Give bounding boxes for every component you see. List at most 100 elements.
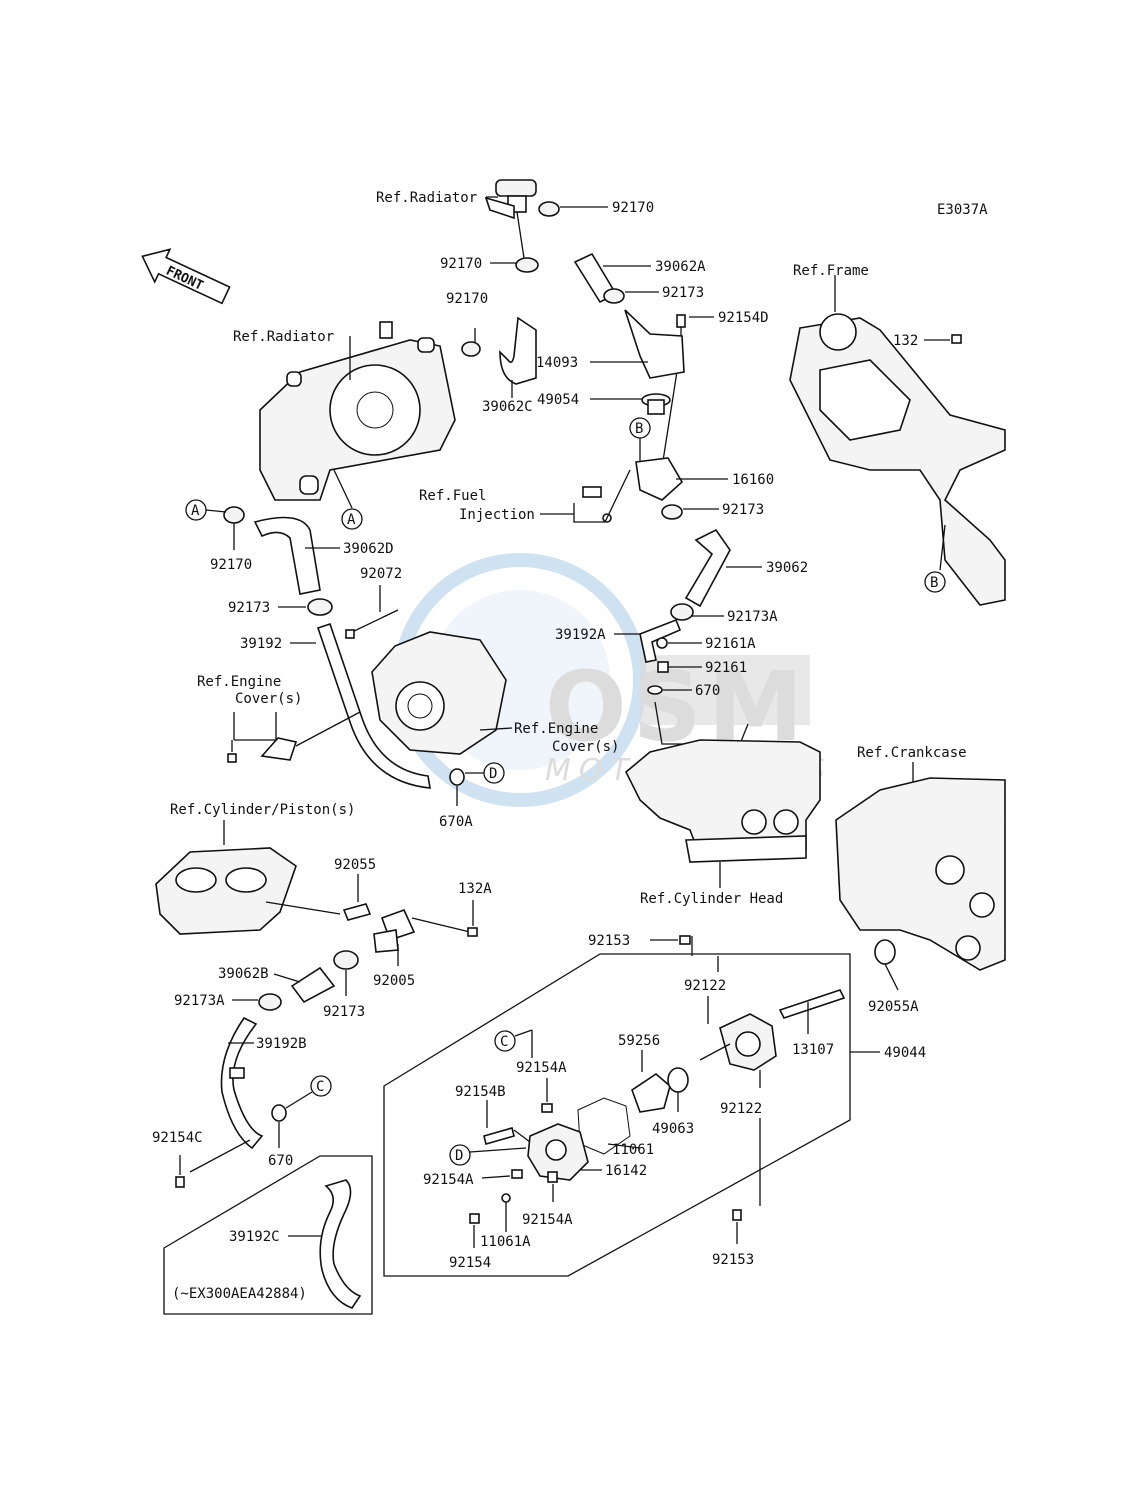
marker-a2-label: A (191, 503, 200, 519)
part-16142: 16142 (605, 1163, 647, 1179)
part-92153-top: 92153 (588, 933, 630, 949)
bolt-icon (467, 900, 478, 937)
impeller-icon (631, 1050, 671, 1113)
part-132A: 132A (458, 881, 492, 897)
part-92173-top: 92173 (662, 285, 704, 301)
inset-box (163, 1155, 373, 1315)
radiator-cap-icon (484, 179, 537, 259)
front-arrow-icon: FRONT (141, 248, 231, 305)
hose-39062B-icon (273, 966, 336, 1004)
part-132: 132 (893, 333, 918, 349)
part-92170-left: 92170 (446, 291, 488, 307)
bolt-icon (924, 334, 962, 344)
part-49063: 49063 (652, 1121, 694, 1137)
part-59256: 59256 (618, 1033, 660, 1049)
marker-c-icon (310, 1075, 332, 1097)
o-ring-icon (501, 1193, 511, 1232)
bolt-icon (732, 1209, 742, 1244)
nut-icon (656, 637, 702, 649)
bolt-icon (541, 1078, 553, 1113)
part-92154A-mid: 92154A (423, 1172, 474, 1188)
ref-radiator-top: Ref.Radiator (376, 190, 477, 206)
fitting-icon (373, 908, 471, 966)
part-92161: 92161 (705, 660, 747, 676)
part-92173-left: 92173 (228, 600, 270, 616)
part-92055: 92055 (334, 857, 376, 873)
clamp-icon (490, 257, 539, 273)
part-92170-top: 92170 (612, 200, 654, 216)
ref-fuel-injection-2: Injection (459, 507, 535, 523)
thermostat-icon (590, 393, 671, 415)
marker-d-icon (483, 762, 505, 784)
hose-39062-icon (684, 528, 762, 608)
part-670-top: 670 (695, 683, 720, 699)
ref-crankcase: Ref.Crankcase (857, 745, 967, 761)
part-92055A: 92055A (868, 999, 919, 1015)
part-39062A: 39062A (655, 259, 706, 275)
radiator-left-icon (259, 321, 456, 501)
o-ring-icon (874, 939, 899, 991)
part-39062D: 39062D (343, 541, 394, 557)
marker-d2-label: D (455, 1148, 463, 1164)
marker-c-label: C (316, 1079, 324, 1095)
ref-cylinder-piston: Ref.Cylinder/Piston(s) (170, 802, 355, 818)
ref-engine-cover-mid-1: Ref.Engine (514, 721, 598, 737)
bolt-icon (547, 1171, 558, 1202)
marker-c2-icon (494, 1030, 516, 1052)
diagram-code: E3037A (937, 202, 988, 218)
clamp-icon (278, 598, 333, 616)
marker-d-label: D (489, 766, 497, 782)
part-92170-mid: 92170 (440, 256, 482, 272)
part-39192C: 39192C (229, 1229, 280, 1245)
marker-b-label: B (635, 421, 643, 437)
ref-engine-cover-left-1: Ref.Engine (197, 674, 281, 690)
part-92154A-low: 92154A (522, 1212, 573, 1228)
ref-radiator-left: Ref.Radiator (233, 329, 334, 345)
pipe-39192A-icon (614, 618, 682, 663)
part-92005: 92005 (373, 973, 415, 989)
ref-engine-cover-mid-2: Cover(s) (552, 739, 619, 755)
clamp-icon (333, 950, 359, 996)
o-ring-icon (271, 1091, 313, 1148)
temp-sensor-icon (540, 469, 631, 523)
part-11061: 11061 (612, 1142, 654, 1158)
gasket-icon (342, 874, 372, 921)
part-14093: 14093 (536, 355, 578, 371)
clamp-icon (670, 603, 724, 621)
bolt-icon (483, 1100, 531, 1145)
marker-b2-label: B (930, 575, 938, 591)
cylinder-block-icon (155, 847, 341, 935)
part-16160: 16160 (732, 472, 774, 488)
part-92170-a: 92170 (210, 557, 252, 573)
pump-housing-icon (699, 1013, 777, 1088)
bolt-icon (481, 1169, 523, 1179)
part-39192: 39192 (240, 636, 282, 652)
serial-range-label: (~EX300AEA42884) (172, 1286, 307, 1302)
part-92153-low: 92153 (712, 1252, 754, 1268)
part-39062C: 39062C (482, 399, 533, 415)
bolt-icon (175, 1139, 251, 1188)
ref-frame: Ref.Frame (793, 263, 869, 279)
part-92072: 92072 (360, 566, 402, 582)
clamp-icon (603, 288, 659, 304)
thermostat-cover-icon (590, 309, 685, 379)
clamp-icon (232, 993, 282, 1011)
marker-b2-icon (924, 571, 946, 593)
bracket-icon (227, 711, 361, 763)
marker-a-icon (341, 508, 363, 530)
hose-39062C-icon (499, 316, 537, 398)
part-92154C: 92154C (152, 1130, 203, 1146)
part-92161A: 92161A (705, 636, 756, 652)
clamp-icon (538, 201, 608, 217)
part-39192A: 39192A (555, 627, 606, 643)
rod-icon (345, 585, 399, 639)
part-92122-low: 92122 (720, 1101, 762, 1117)
part-670-low: 670 (268, 1153, 293, 1169)
hose-39062D-icon (253, 516, 340, 595)
bolt-icon (650, 935, 719, 972)
part-92122-top: 92122 (684, 978, 726, 994)
pipe-39192-icon (290, 622, 431, 789)
part-92154: 92154 (449, 1255, 491, 1271)
engine-cover-icon (371, 631, 513, 755)
